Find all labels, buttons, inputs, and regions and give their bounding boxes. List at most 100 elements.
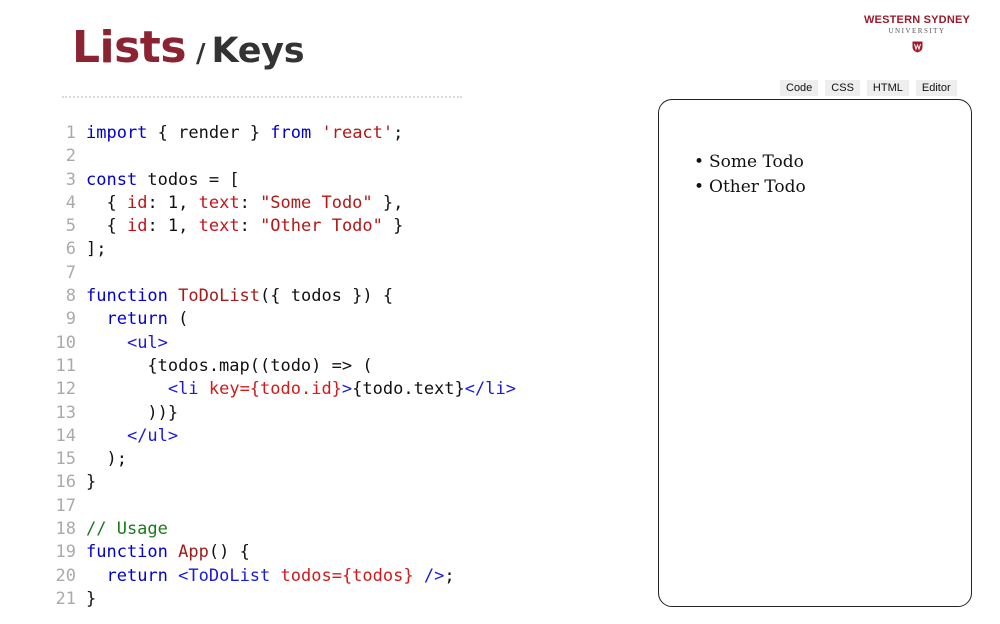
line-number: 21 — [55, 588, 76, 608]
view-tabs: Code CSS HTML Editor — [780, 80, 957, 96]
line-number: 18 — [55, 519, 76, 540]
code-line: 9 return ( — [50, 308, 630, 331]
code-token: ); — [86, 449, 127, 470]
university-crest-icon — [912, 41, 922, 53]
code-line: 21} — [50, 588, 630, 608]
line-number: 16 — [55, 472, 76, 493]
tab-editor[interactable]: Editor — [915, 80, 957, 96]
line-number: 3 — [65, 169, 76, 190]
code-line: 15 ); — [50, 448, 630, 471]
todo-list: Some Todo Other Todo — [694, 150, 806, 200]
code-line: 6]; — [50, 238, 630, 261]
code-token — [168, 286, 178, 306]
line-number: 10 — [55, 332, 76, 353]
code-token: <ToDoList — [178, 565, 271, 586]
code-token: : — [239, 192, 261, 213]
code-token: </ul> — [126, 425, 179, 446]
code-token: </li> — [464, 379, 516, 400]
code-line: 2 — [50, 145, 630, 168]
code-token: : — [239, 216, 261, 237]
line-number: 1 — [65, 123, 76, 143]
title-separator: / — [196, 39, 206, 69]
line-number: 6 — [65, 239, 76, 260]
code-token: <ul> — [126, 332, 168, 353]
tab-css[interactable]: CSS — [825, 80, 860, 96]
code-line: 11 {todos.map((todo) => ( — [50, 355, 630, 378]
line-number: 13 — [55, 402, 76, 423]
code-token: /> — [413, 565, 445, 586]
code-line: 19 function App() { — [50, 541, 630, 564]
code-token: todos = [ — [137, 169, 240, 190]
line-number: 19 — [55, 542, 76, 563]
code-token: ; — [444, 565, 455, 586]
code-token — [199, 379, 209, 399]
code-token: : 1, — [147, 216, 199, 237]
code-token — [168, 542, 178, 562]
line-number: 14 — [55, 425, 76, 446]
line-number: 7 — [65, 262, 76, 283]
code-token: key={todo.id} — [208, 379, 342, 400]
code-token: { — [147, 123, 179, 143]
code-line: 18 // Usage — [50, 518, 630, 541]
code-token: from — [270, 123, 312, 143]
line-number: 12 — [55, 379, 76, 400]
code-token: } — [382, 216, 404, 237]
code-token: > — [341, 379, 353, 400]
code-token: function — [86, 542, 168, 563]
code-token: // Usage — [86, 519, 168, 540]
code-token: todos={todos} — [280, 565, 414, 586]
slide-title: Lists/Keys — [72, 26, 305, 71]
line-number: 2 — [65, 146, 76, 167]
code-line: 4 { id: 1, text: "Some Todo" }, — [50, 192, 630, 215]
code-token — [311, 123, 321, 143]
code-token: text — [198, 216, 240, 237]
tab-code[interactable]: Code — [780, 80, 819, 96]
line-number: 5 — [65, 216, 76, 237]
code-scroll-fade — [62, 96, 462, 104]
code-token — [86, 379, 168, 399]
code-token: id — [126, 192, 148, 213]
code-token: ]; — [86, 239, 107, 260]
code-token: {todos.map((todo) => ( — [86, 355, 373, 376]
code-token: } — [86, 588, 97, 608]
code-token: } — [239, 123, 271, 143]
code-token: App — [178, 542, 209, 563]
code-token: const — [86, 169, 138, 190]
line-number: 20 — [55, 565, 76, 586]
code-token: ({ todos }) { — [260, 286, 394, 307]
logo-line-1: WESTERN SYDNEY — [863, 14, 971, 26]
code-token: text — [198, 192, 240, 213]
title-sub: Keys — [211, 31, 305, 71]
code-token: function — [86, 286, 168, 307]
code-line: 3 const todos = [ — [50, 169, 630, 192]
list-item: Other Todo — [694, 175, 806, 200]
line-number: 9 — [65, 309, 76, 330]
line-number: 8 — [65, 286, 76, 307]
code-line: 20 return <ToDoList todos={todos} />; — [50, 565, 630, 588]
code-line: 5 { id: 1, text: "Other Todo" } — [50, 215, 630, 238]
code-token: "Other Todo" — [260, 216, 383, 237]
line-number: 4 — [65, 192, 76, 213]
code-token: return — [106, 309, 168, 330]
code-line: 16} — [50, 471, 630, 494]
code-token: return — [106, 565, 168, 586]
code-token: } — [86, 472, 97, 493]
tab-html[interactable]: HTML — [866, 80, 909, 96]
code-token: import — [86, 123, 148, 143]
code-token: ( — [167, 309, 189, 330]
line-number: 11 — [55, 355, 76, 376]
code-token: : 1, — [147, 192, 199, 213]
code-token: () { — [208, 542, 250, 563]
code-token: <li — [167, 379, 199, 400]
code-line: 10 <ul> — [50, 332, 630, 355]
line-number: 15 — [55, 449, 76, 470]
code-token: {todo.text} — [352, 379, 465, 400]
list-item: Some Todo — [694, 150, 806, 175]
code-token — [270, 566, 280, 586]
code-token: render — [178, 123, 240, 143]
code-line: 7 — [50, 262, 630, 285]
code-token — [86, 309, 106, 329]
